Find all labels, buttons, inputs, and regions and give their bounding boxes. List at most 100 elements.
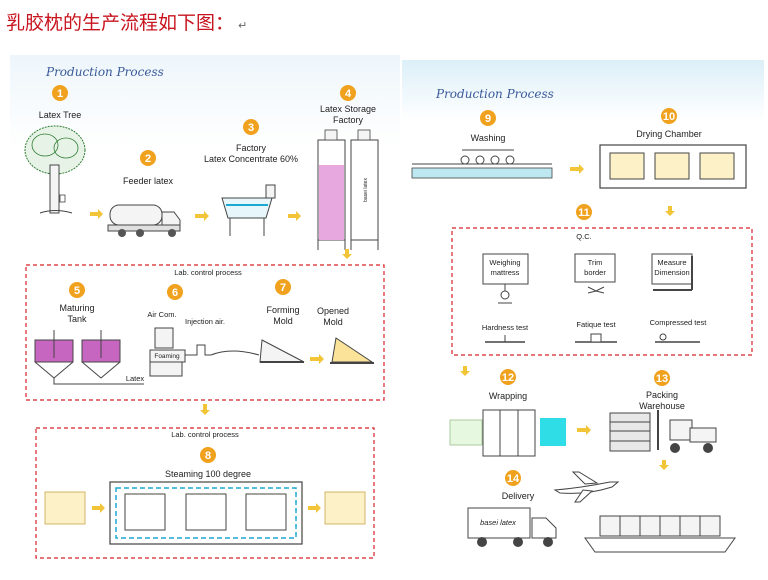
steaming-chamber-icon xyxy=(44,481,366,545)
qc-trim-icon xyxy=(574,253,616,294)
step-4-number: 4 xyxy=(345,88,352,100)
qc-test-compressed: Compressed test xyxy=(650,318,708,327)
step-7-badge xyxy=(275,279,291,295)
arrow-3-4 xyxy=(288,211,301,221)
opened-mold-label-line1: Opened xyxy=(317,306,349,316)
opened-mold-label-line2: Mold xyxy=(323,317,343,327)
step-1-label: Latex Tree xyxy=(39,110,82,120)
step-8-label: Steaming 100 degree xyxy=(165,469,251,479)
truck-text: basei latex xyxy=(480,518,516,527)
arrow-13-down xyxy=(659,460,669,470)
page-title: 乳胶枕的生产流程如下图：↵ xyxy=(6,8,247,35)
step-10-label: Drying Chamber xyxy=(636,129,702,139)
step-7-number: 7 xyxy=(280,282,286,294)
step-4-badge xyxy=(340,85,356,101)
step-13-badge xyxy=(654,370,670,386)
arrow-9-10 xyxy=(570,164,584,174)
storage-tank-text: basei latex xyxy=(363,178,369,202)
opened-mold-icon xyxy=(330,337,374,364)
step-2-badge xyxy=(140,150,156,166)
delivery-truck-icon: basei latex xyxy=(467,507,557,547)
storage-tank-icon: basei latex xyxy=(317,129,379,250)
qc-test-fatigue: Fatique test xyxy=(576,320,616,329)
left-panel-title: Production Process xyxy=(45,65,164,79)
step-6-label-aircom: Air Com. xyxy=(147,310,176,319)
latex-flow-label: Latex xyxy=(126,374,145,383)
step-5-number: 5 xyxy=(74,285,80,297)
step-8-number: 8 xyxy=(205,450,211,462)
qc-weighing-label-line1: Weighing xyxy=(489,258,520,267)
step-5-badge xyxy=(69,282,85,298)
arrow-10-11-down xyxy=(665,206,675,216)
step-14-badge xyxy=(505,470,521,486)
step-11-number: 11 xyxy=(578,207,590,219)
qc-test-rigs xyxy=(485,333,700,343)
step-6-badge xyxy=(167,284,183,300)
airplane-icon xyxy=(553,471,620,503)
qc-measure-label-line1: Measure xyxy=(657,258,686,267)
warehouse-forklift-icon xyxy=(609,410,717,453)
qc-weighing-icon xyxy=(482,253,529,304)
step-12-label: Wrapping xyxy=(489,391,527,401)
step-5-label-line2: Tank xyxy=(67,314,87,324)
arrow-1-2 xyxy=(90,209,103,219)
latex-tree-icon xyxy=(24,125,86,214)
qc-weighing-label-line2: mattress xyxy=(491,268,520,277)
arrow-7-opened xyxy=(310,354,324,364)
qc-box xyxy=(451,227,753,356)
arrow-7-8-down xyxy=(200,404,210,415)
step-1-badge xyxy=(52,85,68,101)
step-3-label-line1: Factory xyxy=(236,143,267,153)
qc-trim-label-line1: Trim xyxy=(588,258,603,267)
qc-test-hardness: Hardness test xyxy=(482,323,529,332)
qc-trim-label-line2: border xyxy=(584,268,606,277)
arrow-4-down xyxy=(342,249,352,259)
step-2-label: Feeder latex xyxy=(123,176,174,186)
arrow-2-3 xyxy=(195,211,209,221)
tanker-truck-icon xyxy=(107,204,181,237)
step-12-badge xyxy=(500,369,516,385)
lab-control-label-1: Lab. control process xyxy=(174,268,242,277)
return-mark: ↵ xyxy=(238,19,248,32)
cargo-ship-icon xyxy=(584,515,736,553)
step-11-badge xyxy=(576,204,592,220)
step-2-number: 2 xyxy=(145,153,151,165)
step-4-label-line2: Factory xyxy=(333,115,364,125)
step-4-label-line1: Latex Storage xyxy=(320,104,376,114)
step-7-label-line1: Forming xyxy=(266,305,299,315)
qc-measure-icon xyxy=(651,253,693,291)
forming-mold-icon xyxy=(259,339,305,363)
foaming-machine-icon: Foaming xyxy=(149,327,260,377)
lab-control-box-1 xyxy=(25,264,385,401)
washing-conveyor-icon xyxy=(411,149,553,179)
page-title-text: 乳胶枕的生产流程如下图： xyxy=(6,12,235,34)
step-3-number: 3 xyxy=(248,122,254,134)
maturing-tank-icon xyxy=(34,330,144,385)
qc-measure-label-line2: Dimension xyxy=(654,268,689,277)
step-14-label: Delivery xyxy=(502,491,535,501)
step-6-label-injection: Injection air. xyxy=(185,317,225,326)
arrow-12-13 xyxy=(577,425,591,435)
step-9-number: 9 xyxy=(485,113,491,125)
step-9-label: Washing xyxy=(471,133,506,143)
right-panel-title: Production Process xyxy=(435,87,554,101)
step-7-label-line2: Mold xyxy=(273,316,293,326)
step-10-badge xyxy=(661,108,677,124)
step-1-number: 1 xyxy=(57,88,63,100)
wrapping-machine-icon xyxy=(449,409,566,457)
step-5-label-line1: Maturing xyxy=(59,303,94,313)
foaming-label: Foaming xyxy=(154,353,180,360)
lab-control-box-2 xyxy=(35,427,375,559)
factory-vat-icon xyxy=(221,184,276,236)
step-13-number: 13 xyxy=(656,373,668,385)
step-10-number: 10 xyxy=(663,111,675,123)
step-13-label-line1: Packing xyxy=(646,390,678,400)
step-13-label-line2: Warehouse xyxy=(639,401,685,411)
drying-chamber-icon xyxy=(599,144,747,189)
step-11-label: Q.C. xyxy=(576,232,591,241)
arrow-11-12-down xyxy=(460,366,470,376)
step-3-label-line2: Latex Concentrate 60% xyxy=(204,154,298,164)
lab-control-label-2: Lab. control process xyxy=(171,430,239,439)
step-14-number: 14 xyxy=(507,473,520,485)
